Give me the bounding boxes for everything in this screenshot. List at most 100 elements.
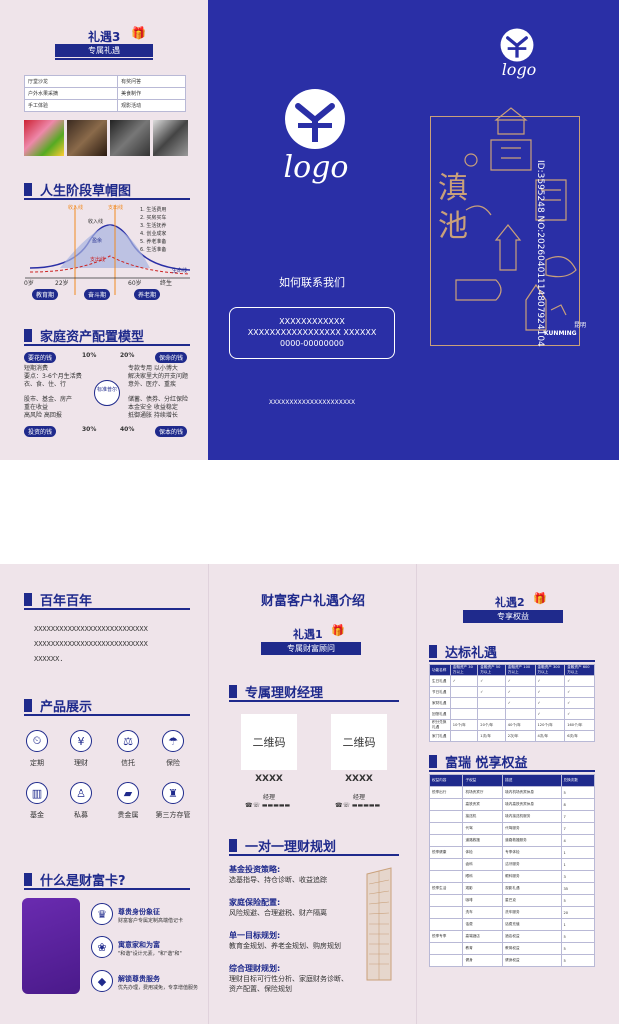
diamond-icon: ◆	[91, 970, 113, 992]
inner-label-income: 收入线	[88, 219, 104, 225]
lotus-icon: ❀	[91, 936, 113, 958]
table-cell: 6次/年	[564, 730, 595, 742]
manager-title: 专属理财经理	[229, 682, 323, 701]
logo-text: logo	[283, 150, 349, 185]
card-item-title: 尊贵身份象征	[118, 908, 160, 916]
plan-text: 风险规避、合理避税、财产隔离	[229, 909, 327, 917]
table-cell	[477, 708, 506, 720]
divider	[429, 770, 595, 772]
plan-heading: 综合理财规划:	[229, 964, 281, 973]
q-line: 抵御通胀 持续增长	[128, 412, 178, 419]
table-cell: 代驾服务	[502, 822, 562, 835]
q-line: 股市、基金、房产	[24, 396, 73, 403]
top-right-panel: logo 滇池 昆明 KUNMING	[416, 0, 619, 460]
gift3-subtitle: 专属礼遇	[55, 44, 153, 57]
intro-title: 财富客户礼遇介绍	[260, 594, 365, 609]
divider	[24, 714, 190, 716]
logo-text-small: logo	[501, 60, 537, 79]
grid-cell: 有奖问答	[117, 75, 186, 88]
life-stage-diagram	[25, 205, 191, 295]
stage-retire: 养老期	[134, 289, 161, 300]
table-cell: 5	[560, 954, 595, 967]
kunming-landmarks	[455, 107, 577, 331]
manager-name-1: XXXX	[255, 774, 283, 784]
card-item-title: 寓意家和为富	[118, 941, 160, 949]
table-cell	[428, 894, 464, 907]
grid-cell: 手工体验	[23, 99, 119, 112]
table-cell: 洗车	[462, 906, 504, 919]
grid-cell: 观影活动	[117, 99, 186, 112]
target-table: 功能名称金融资产 30万以上金融资产 50万以上金融资产 100万以上金融资产 …	[429, 664, 595, 742]
table-cell: 7	[560, 810, 595, 823]
contact-line: 0000-00000000	[280, 339, 344, 348]
table-row: 生日礼遇✓✓✓✓✓	[429, 675, 595, 687]
table-cell: 话费充值	[502, 918, 562, 931]
text-line: XXXXXXXXXXXXXXXXXXXXXXXXXXX	[34, 640, 148, 648]
gift1-title: 礼遇1	[293, 628, 323, 641]
table-cell: 洁牙服务	[502, 858, 562, 871]
table-cell: 眼科服务	[502, 870, 562, 883]
assets-title: 家庭资产配置模型	[24, 326, 144, 345]
divider	[229, 700, 399, 702]
wealth-card-title: 什么是财富卡?	[24, 870, 126, 889]
qr-code-1: 二维码	[241, 714, 297, 770]
tag-invest: 投资的钱	[24, 426, 57, 437]
card-item-title: 解锁尊贵服务	[118, 975, 160, 983]
table-cell: 功能名称	[429, 664, 451, 676]
table-cell	[428, 834, 464, 847]
table-cell: 代驾	[462, 822, 504, 835]
standard-poor-circle: 标准普尔	[94, 380, 120, 406]
contact-box: XXXXXXXXXXXX XXXXXXXXXXXXXXXXX XXXXXX 00…	[229, 307, 395, 359]
table-cell	[428, 822, 464, 835]
table-cell: 8	[560, 798, 595, 811]
trust-icon: ⚖	[117, 730, 139, 752]
bottom-middle-panel: 财富客户礼遇介绍 礼遇1 🎁 专属财富顾问 专属理财经理 二维码 二维码 XXX…	[208, 564, 416, 1024]
table-cell: 兑换次数	[560, 774, 595, 787]
q-line: 储蓄、债券、分红保险	[128, 396, 189, 403]
phone-icon: ☎☏ ▬▬▬▬▬	[245, 802, 291, 809]
table-cell: 5	[560, 930, 595, 943]
table-cell: 健身	[462, 954, 504, 967]
table-cell: 机场贵宾厅	[462, 786, 504, 799]
grid-cell: 户外水果采摘	[23, 87, 119, 100]
assets-q3: 股市、基金、房产 重在收益 高风险 高回报	[24, 396, 72, 420]
q-line: 高风险 高回报	[24, 412, 62, 419]
table-cell: 积分兑换礼遇	[429, 719, 451, 731]
table-cell: 7	[560, 822, 595, 835]
stage-education: 教育期	[32, 289, 59, 300]
table-cell: ✓	[477, 675, 506, 687]
plan-list: 基金投资策略: 选基指导、持仓诊断、收益追踪 家庭保险配置: 风险规避、合理避税…	[229, 864, 349, 994]
table-cell: ✓	[449, 675, 479, 687]
table-cell: 20	[560, 906, 595, 919]
plan-text: 教育金规划、养老金规划、购房规划	[229, 942, 341, 950]
product-label: 基金	[30, 811, 44, 819]
q-line: 本金安全 收益稳定	[128, 404, 178, 411]
table-cell	[428, 870, 464, 883]
table-cell	[428, 906, 464, 919]
table-cell: 2次/年	[504, 730, 536, 742]
table-cell: 星巴克	[502, 894, 562, 907]
table-cell: 金融资产 50万以上	[477, 664, 506, 676]
gift1-subtitle: 专属财富顾问	[261, 642, 361, 655]
table-cell: 教育权益	[502, 942, 562, 955]
table-cell	[449, 708, 479, 720]
table-cell: 高铁贵宾	[462, 798, 504, 811]
table-cell	[449, 697, 479, 709]
gift2-title: 礼遇2	[495, 596, 525, 609]
products-title: 产品展示	[24, 696, 92, 715]
divider	[24, 198, 190, 200]
table-cell: ✓	[564, 697, 595, 709]
table-cell: 权益内容	[428, 774, 464, 787]
table-cell: 眼科	[462, 870, 504, 883]
product-label: 信托	[121, 759, 135, 767]
assets-q4: 储蓄、债券、分红保险 本金安全 收益稳定 抵御通胀 持续增长	[128, 396, 188, 420]
table-cell	[477, 697, 506, 709]
